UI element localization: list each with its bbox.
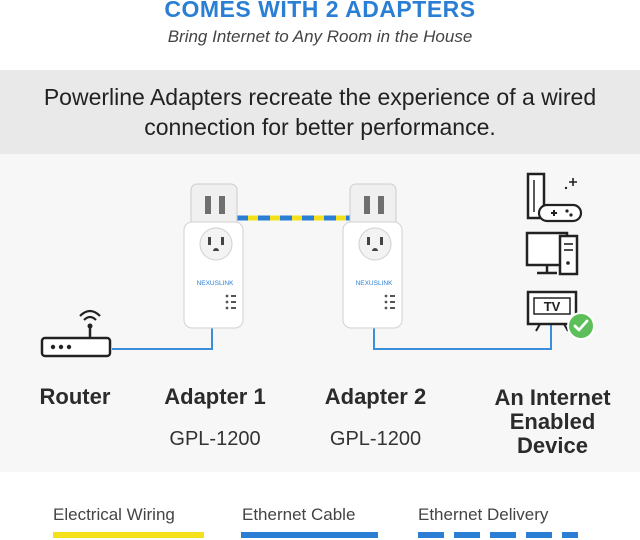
tv-icon: TV	[526, 290, 578, 332]
adapter-2-image: NEXUSLINK	[342, 183, 403, 329]
adapter-1-model: GPL-1200	[169, 428, 261, 450]
page-subtitle: Bring Internet to Any Room in the House	[167, 27, 473, 46]
adapter-1-label: Adapter 1	[164, 384, 266, 409]
legend-ethernet-cable-label: Ethernet Cable	[242, 505, 356, 524]
legend-ethernet-delivery-label: Ethernet Delivery	[418, 505, 549, 524]
router-label: Router	[39, 384, 111, 409]
device-label: An Internet Enabled Device	[475, 386, 630, 458]
device-label-line-2: Enabled	[509, 409, 596, 434]
info-banner: Powerline Adapters recreate the experien…	[0, 70, 640, 154]
device-label-line-1: An Internet	[494, 385, 611, 410]
ethernet-cable-device	[373, 312, 552, 350]
router-icon	[40, 309, 112, 358]
game-console-icon	[526, 172, 583, 223]
adapter-2-brand: NEXUSLINK	[356, 280, 394, 287]
adapter-2-model: GPL-1200	[329, 428, 422, 450]
banner-text: Powerline Adapters recreate the experien…	[0, 82, 640, 142]
adapter-1-image: NEXUSLINK	[183, 183, 244, 329]
banner-line-1: Powerline Adapters recreate the experien…	[43, 84, 597, 110]
adapter-2-label: Adapter 2	[324, 384, 427, 409]
adapter-1-brand: NEXUSLINK	[197, 280, 235, 287]
banner-line-2: connection for better performance.	[144, 114, 496, 140]
device-label-line-3: Device	[517, 433, 588, 458]
check-icon	[567, 312, 595, 340]
tv-label: TV	[544, 299, 561, 314]
desktop-computer-icon	[525, 231, 579, 276]
page-title: COMES WITH 2 ADAPTERS	[164, 0, 476, 22]
legend-electrical-label: Electrical Wiring	[53, 505, 175, 524]
